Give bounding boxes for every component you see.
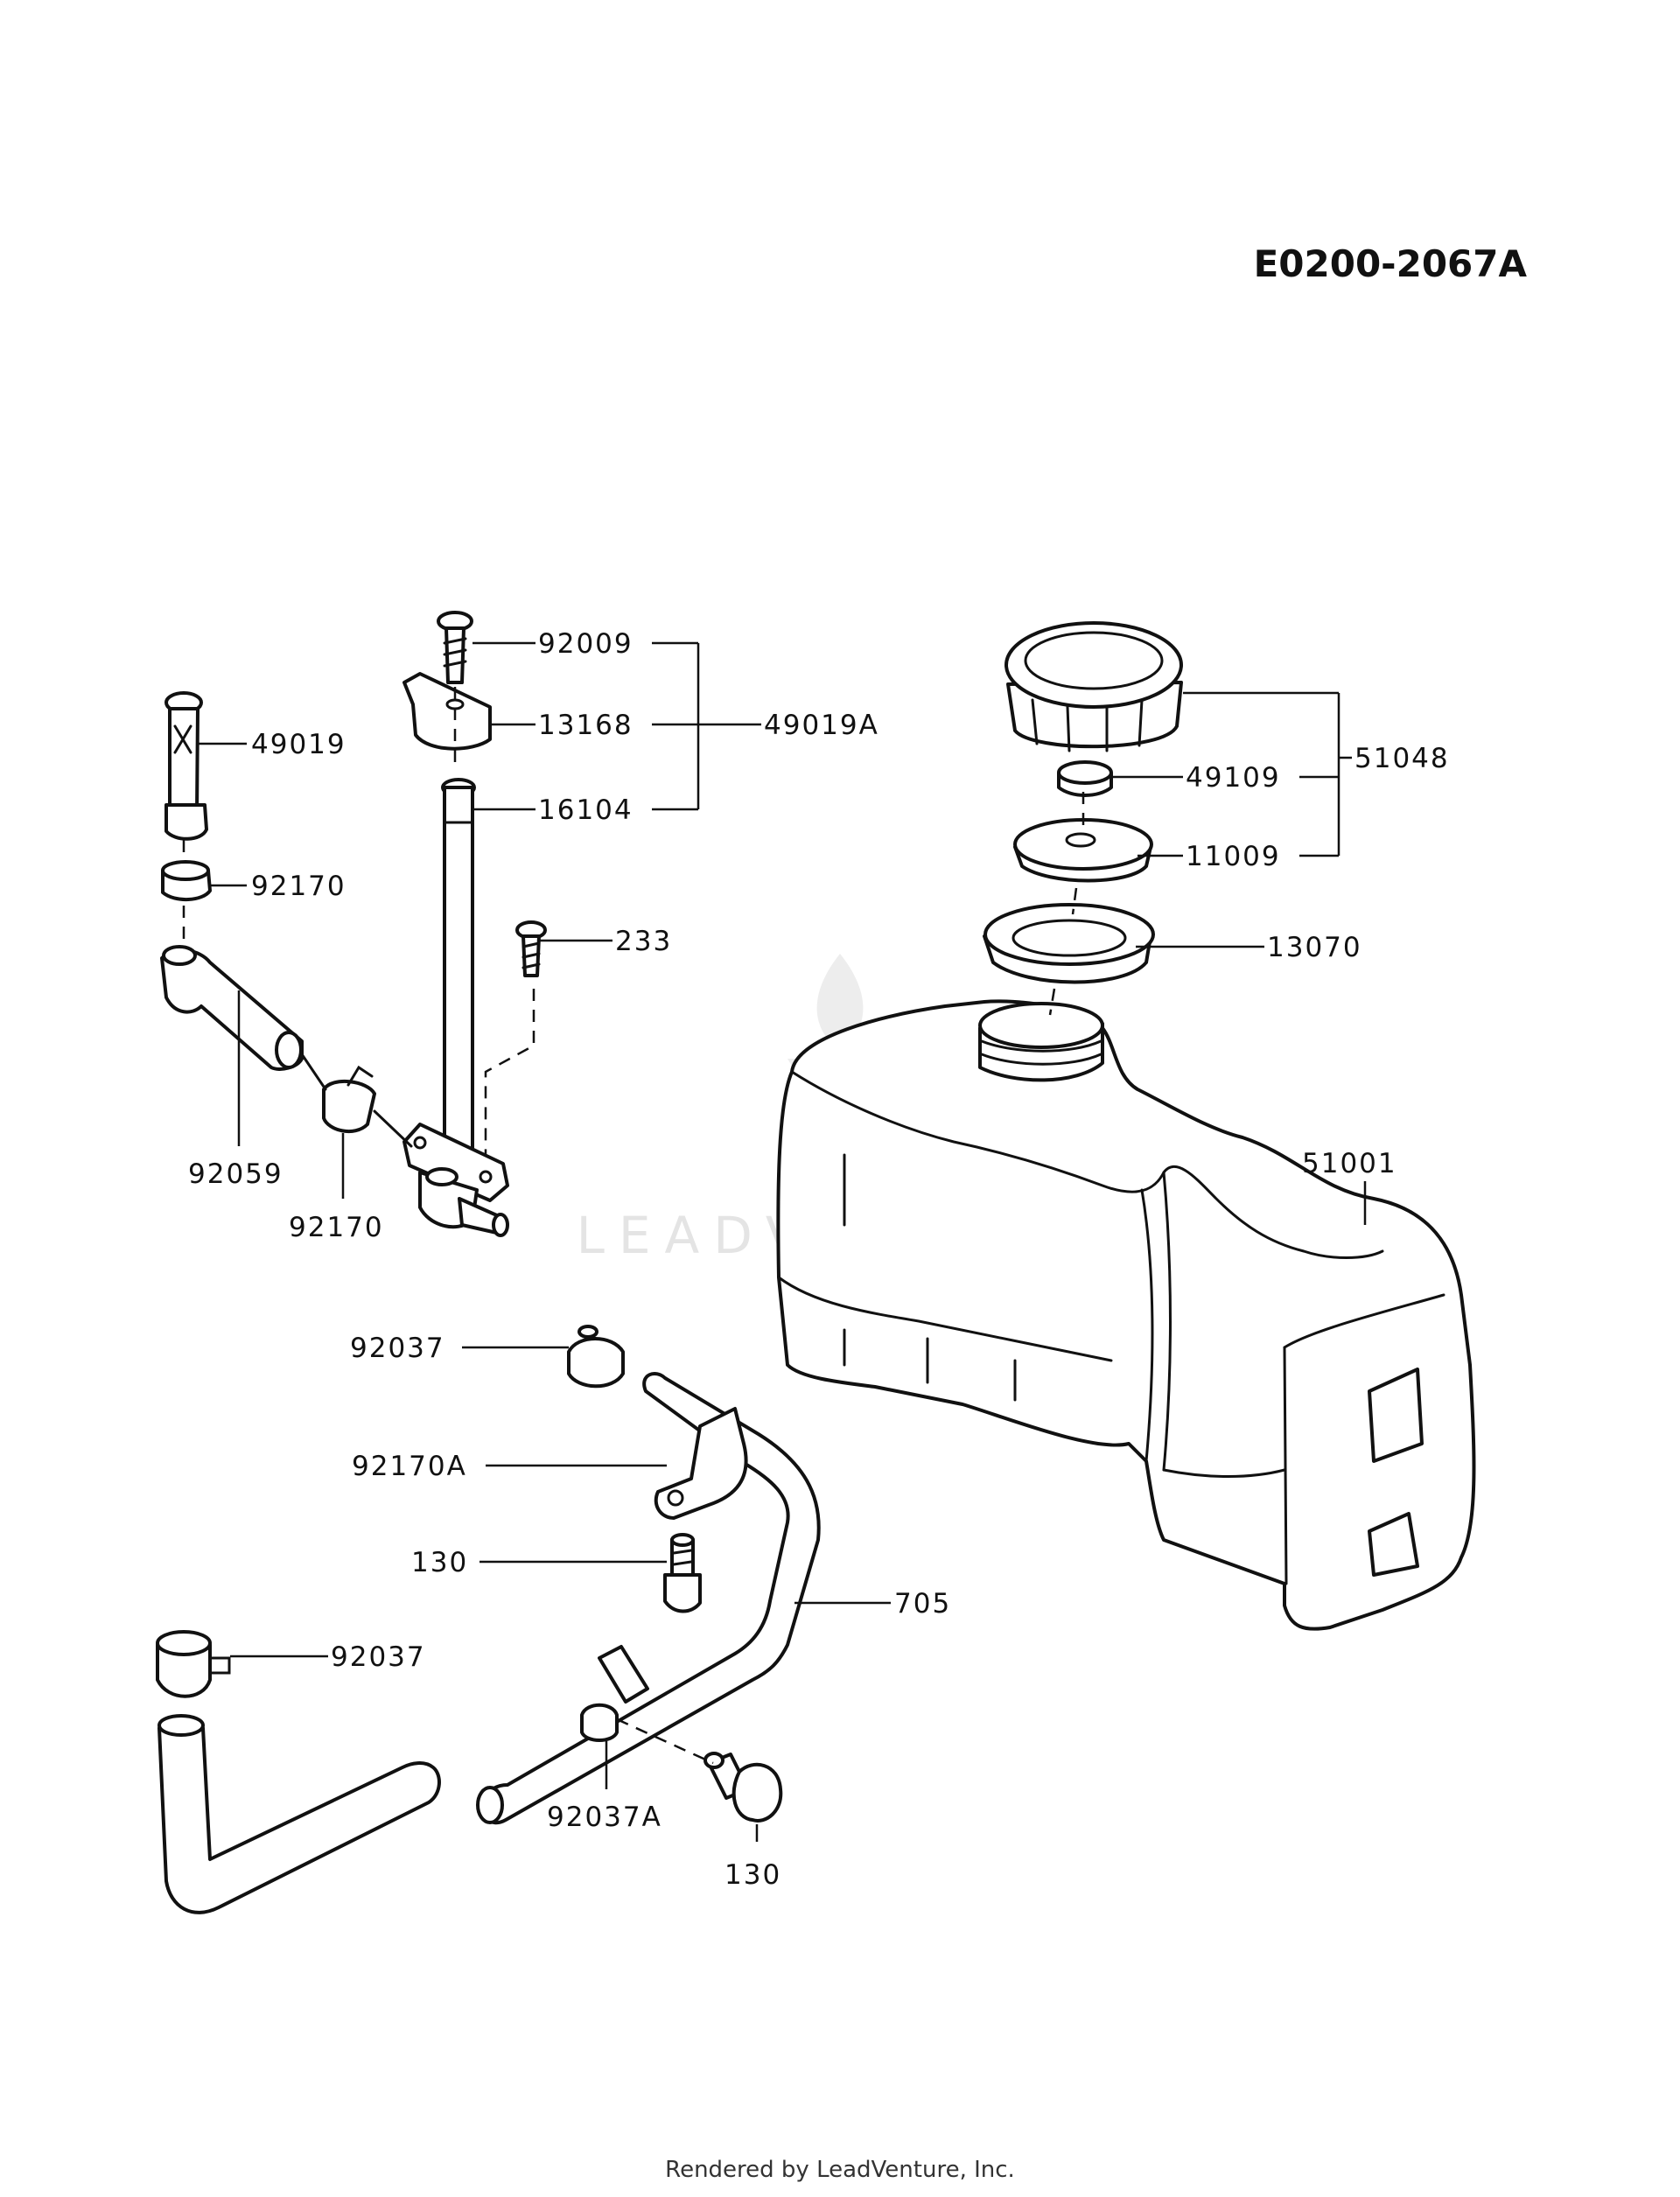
part-49109[interactable] [1057,760,1113,797]
label-92037-top[interactable]: 92037 [350,1333,445,1364]
clamp-92170-bottom[interactable] [322,1065,376,1133]
label-92170A[interactable]: 92170A [352,1451,467,1482]
bracket-92170A[interactable] [654,1407,748,1520]
label-92009[interactable]: 92009 [538,628,634,660]
diagram-code: E0200-2067A [1254,242,1528,285]
label-92059[interactable]: 92059 [188,1158,284,1190]
pipe-16104[interactable] [441,778,476,1157]
fuel-cock-body[interactable] [402,1123,509,1237]
fuel-tank-51001[interactable] [776,999,1476,1631]
label-11009[interactable]: 11009 [1186,841,1281,872]
clamp-92170-top[interactable] [161,860,212,902]
label-130-bottom[interactable]: 130 [724,1859,781,1891]
label-92037-bottom[interactable]: 92037 [331,1641,426,1673]
fuel-hose-705[interactable] [476,1372,821,1825]
part-11009[interactable] [1013,818,1153,883]
label-13168[interactable]: 13168 [538,710,634,741]
part-labels: 92009 13168 49019A 16104 49019 92170 233… [188,628,1450,1891]
label-51048[interactable]: 51048 [1354,743,1450,774]
screw-92009[interactable] [437,611,473,684]
footer-credit: Rendered by LeadVenture, Inc. [665,2157,1015,2183]
label-13070[interactable]: 13070 [1267,932,1362,963]
label-51001[interactable]: 51001 [1302,1148,1397,1179]
part-13070[interactable] [983,903,1155,984]
screw-233[interactable] [515,920,547,977]
label-16104[interactable]: 16104 [538,794,634,826]
label-92037A[interactable]: 92037A [547,1802,662,1833]
label-49019[interactable]: 49019 [251,729,346,760]
clamp-92037-bottom[interactable] [156,1630,231,1698]
fuel-hose-lower[interactable] [158,1714,441,1914]
fuel-cap[interactable] [1004,621,1183,752]
leader-lines [198,641,1367,1842]
label-130-left[interactable]: 130 [411,1547,468,1578]
label-233[interactable]: 233 [615,926,672,957]
filter-49019[interactable] [164,691,208,841]
label-92170-bottom[interactable]: 92170 [289,1212,384,1243]
label-49109[interactable]: 49109 [1186,762,1281,794]
clamp-92037-top[interactable] [567,1325,625,1389]
bolt-130-left[interactable] [663,1533,702,1613]
label-705[interactable]: 705 [894,1588,951,1620]
label-49019A[interactable]: 49019A [764,710,879,741]
hose-92059[interactable] [160,945,304,1071]
label-92170-top[interactable]: 92170 [251,871,346,902]
bolt-130-bottom[interactable] [704,1752,783,1823]
clip-92037A[interactable] [580,1703,619,1742]
lever-13168[interactable] [402,672,492,751]
